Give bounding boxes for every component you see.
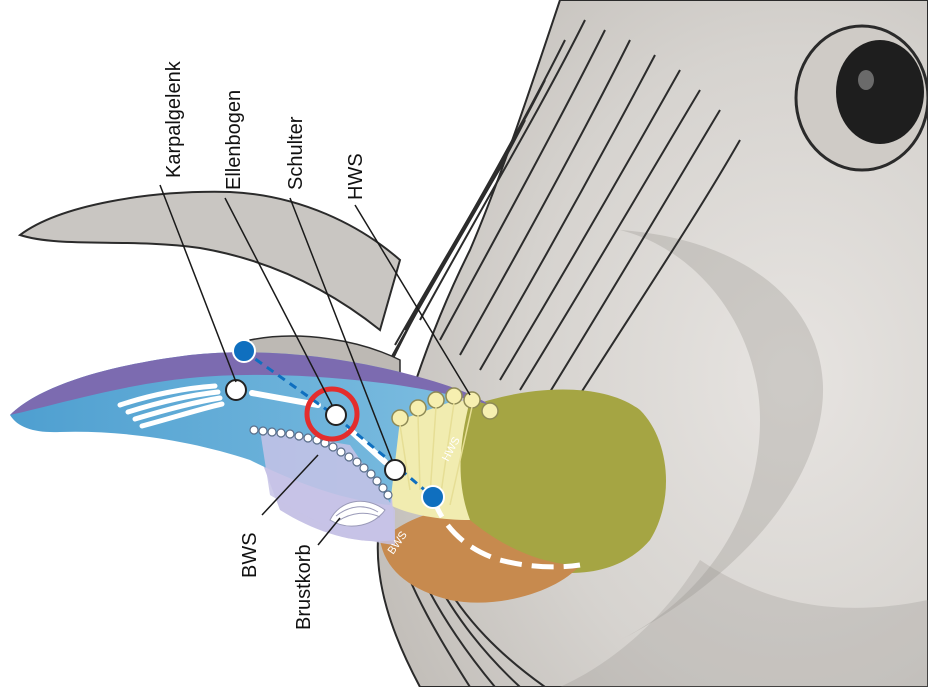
shoulder-joint bbox=[385, 460, 405, 480]
bws-label: BWS bbox=[239, 532, 261, 578]
schulter-label: Schulter bbox=[285, 116, 307, 190]
carpal-joint bbox=[226, 380, 246, 400]
brustkorb-label: Brustkorb bbox=[293, 544, 315, 630]
elbow-joint bbox=[326, 405, 346, 425]
karpalgelenk-label: Karpalgelenk bbox=[163, 60, 185, 178]
eye bbox=[836, 40, 924, 144]
wing-outer-silhouette bbox=[20, 192, 400, 330]
blue-marker-top bbox=[233, 340, 255, 362]
ellenbogen-label: Ellenbogen bbox=[223, 90, 245, 190]
eye-highlight bbox=[858, 70, 874, 90]
hws-label: HWS bbox=[345, 153, 367, 200]
blue-marker-bottom bbox=[422, 486, 444, 508]
